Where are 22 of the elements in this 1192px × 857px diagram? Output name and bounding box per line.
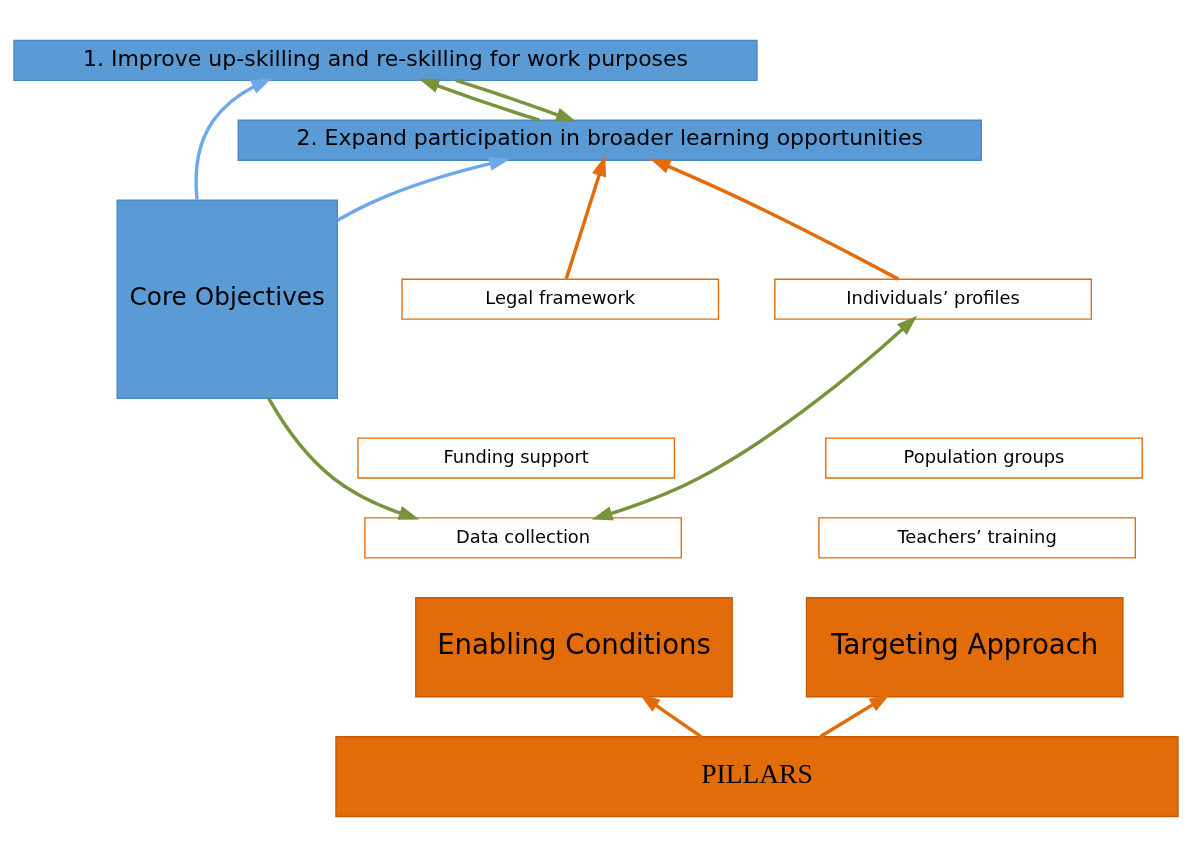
node-box: Teachers’ training [818,517,1137,559]
node-box: 1. Improve up-skilling and re-skilling for work purposes [13,39,758,82]
arrow [336,156,510,222]
arrow [639,693,703,738]
node-box: Enabling Conditions [415,597,733,698]
node-box: Individuals’ profiles [774,278,1092,320]
node-box: Legal framework [401,278,720,320]
arrow [649,158,900,281]
arrow [267,397,420,520]
node-box: 2. Expand participation in broader learning opportunities [237,119,982,161]
arrow [455,78,577,123]
arrow [591,315,918,521]
arrow [819,694,890,739]
node-box: Data collection [364,517,682,559]
arrow [418,78,540,122]
node-box: Funding support [357,437,676,479]
node-box: Population groups [825,437,1143,479]
node-box: PILLARS [335,736,1179,818]
node-box: Core Objectives [116,199,339,399]
arrow [194,78,272,200]
arrow [564,155,606,280]
node-box: Targeting Approach [805,597,1124,698]
